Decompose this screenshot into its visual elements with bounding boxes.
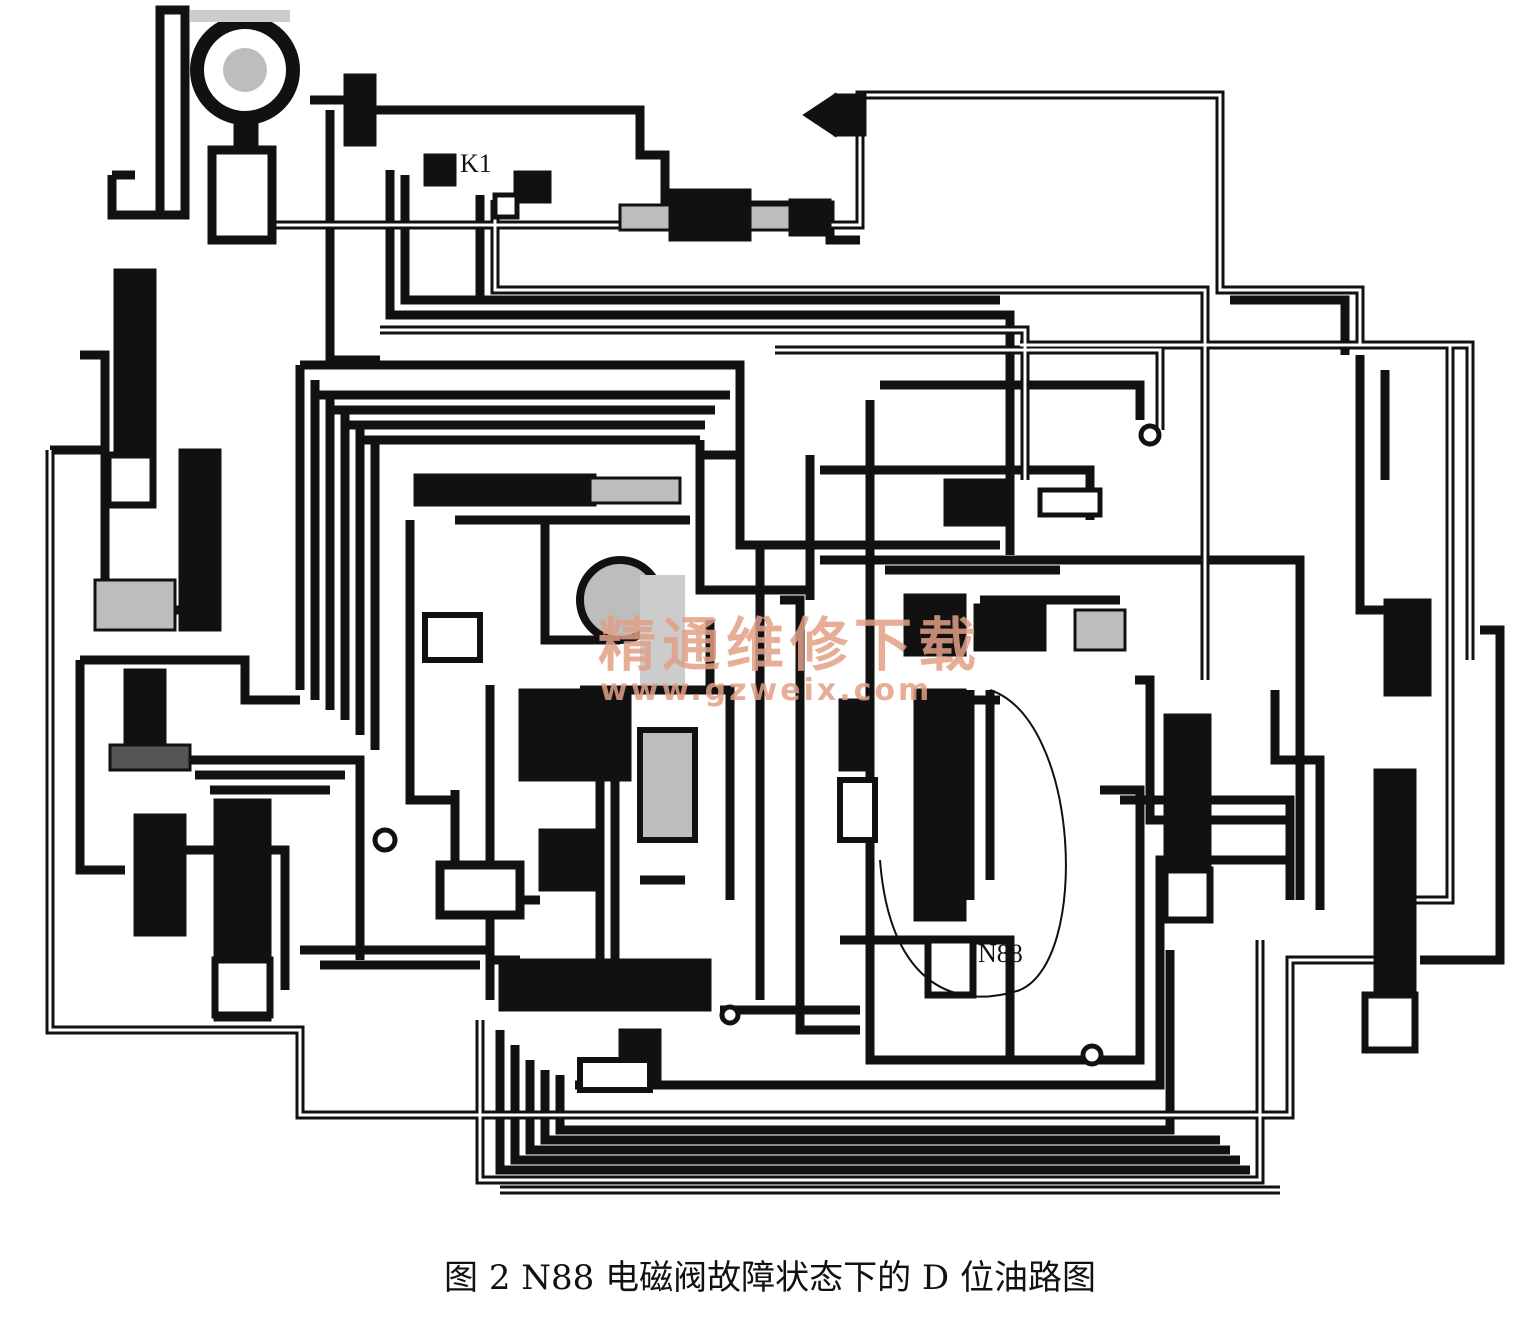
check-valve-icon bbox=[802, 92, 837, 138]
circuit-highlight-oval bbox=[879, 689, 1067, 998]
valve-k1-icon bbox=[343, 73, 377, 147]
watermark-url: www.gzweix.com bbox=[600, 673, 932, 708]
solenoid-n88-icon bbox=[924, 936, 977, 999]
figure-caption: 图 2 N88 电磁阀故障状态下的 D 位油路图 bbox=[444, 1258, 1096, 1298]
oil-passage-inner-lines bbox=[48, 93, 1472, 1192]
watermark: 精通维修下载 www.gzweix.com bbox=[598, 611, 982, 708]
valve-components bbox=[93, 10, 1432, 1093]
label-n88: N88 bbox=[978, 939, 1023, 968]
fittings bbox=[372, 423, 1162, 1067]
label-k1: K1 bbox=[460, 149, 492, 178]
watermark-text: 精通维修下载 bbox=[598, 611, 982, 679]
